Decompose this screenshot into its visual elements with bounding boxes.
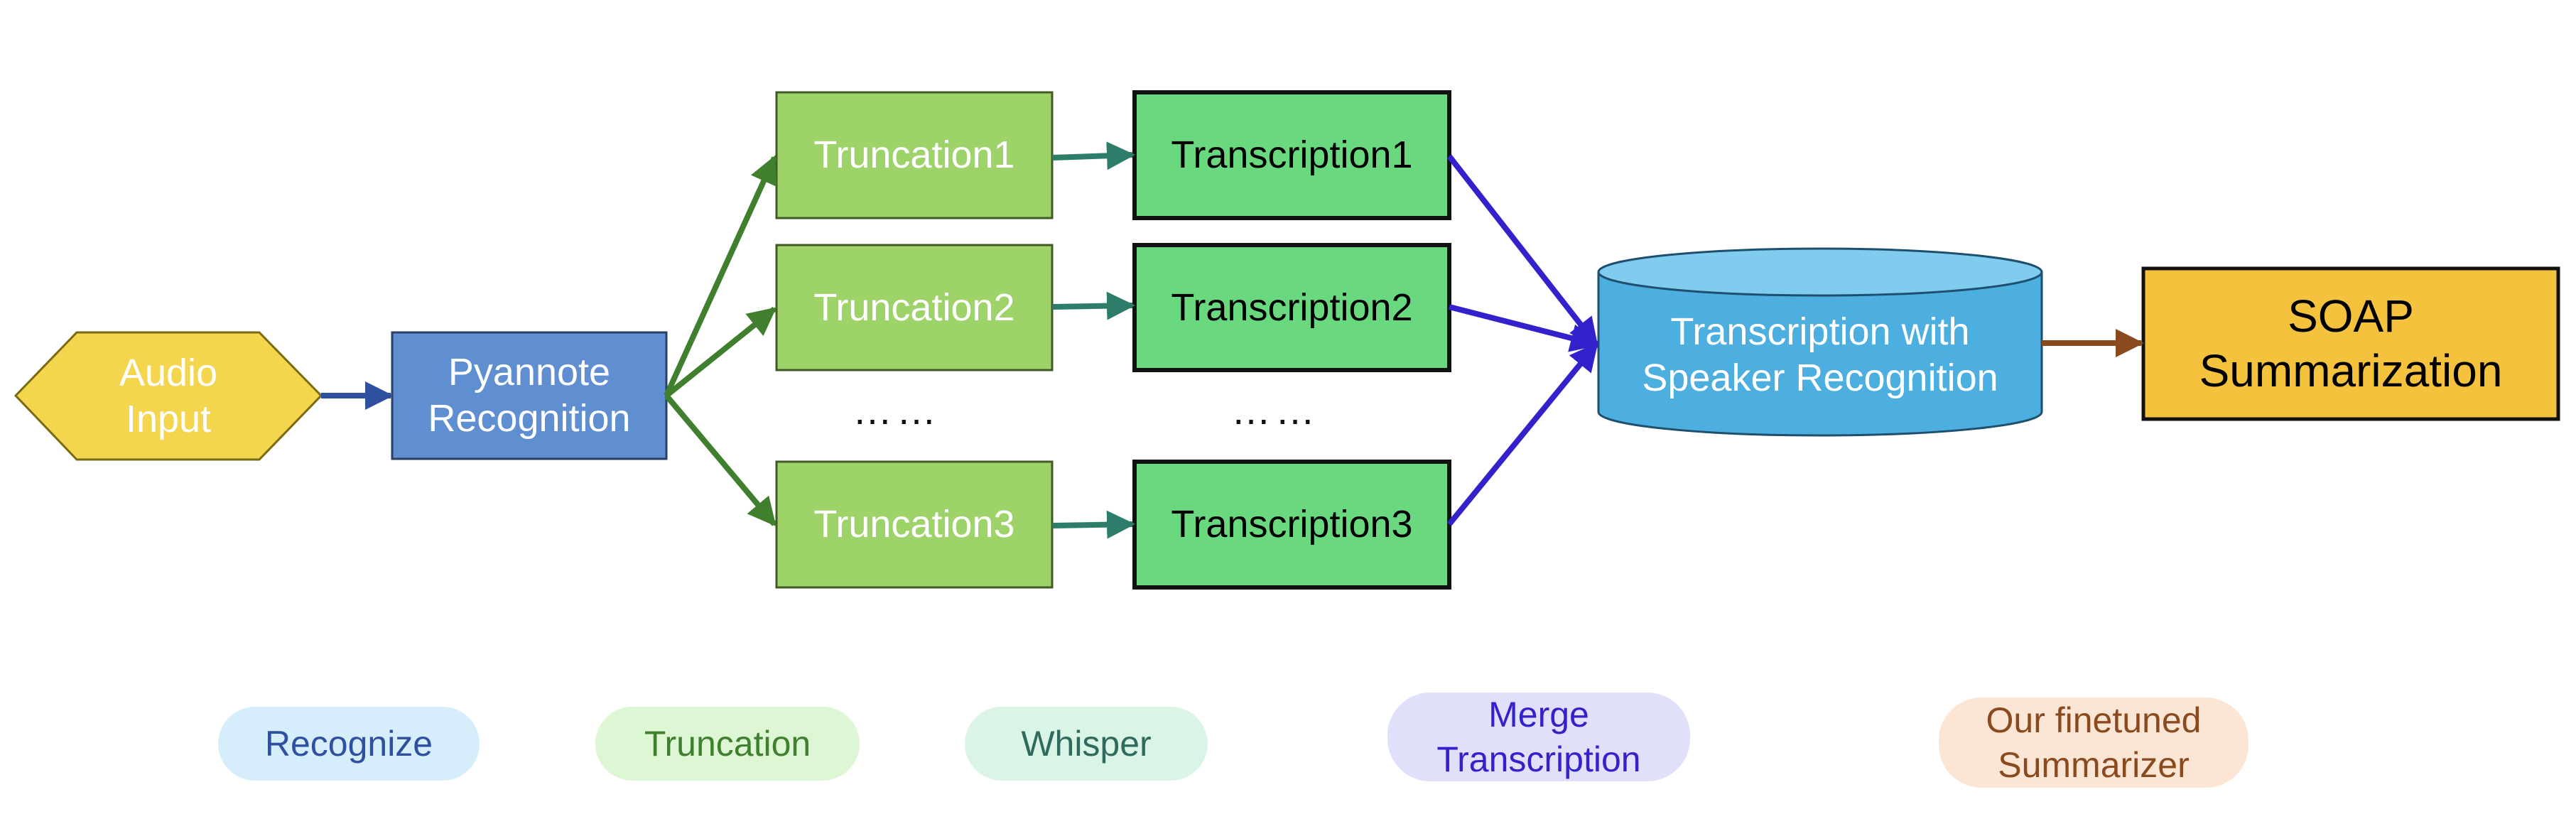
arrow-truncation2-transcription2 <box>1051 291 1135 320</box>
transcription3-node <box>1132 460 1451 590</box>
legend-merge: Merge Transcription <box>1387 693 1690 781</box>
audio-input-node <box>13 331 323 461</box>
truncation-ellipsis: …… <box>853 388 941 433</box>
transcription1-node <box>1132 90 1451 220</box>
arrow-pyannote-truncation1 <box>664 155 777 397</box>
legend-recognize: Recognize <box>218 707 480 781</box>
legend-summarizer: Our finetuned Summarizer <box>1939 698 2248 788</box>
arrow-transcription1-merge <box>1446 154 1599 347</box>
arrow-pyannote-truncation2 <box>664 306 777 398</box>
transcription-ellipsis: …… <box>1231 388 1319 433</box>
transcription2-node <box>1132 243 1451 372</box>
legend-truncation: Truncation <box>595 707 860 781</box>
truncation1-node <box>775 91 1054 219</box>
truncation3-node <box>775 460 1054 589</box>
merge-node <box>1597 247 2043 437</box>
arrow-truncation3-transcription3 <box>1051 510 1135 539</box>
soap-node <box>2141 266 2560 421</box>
arrow-transcription3-merge <box>1446 342 1599 526</box>
pyannote-node <box>391 331 668 460</box>
truncation2-node <box>775 244 1054 371</box>
arrow-transcription2-merge <box>1449 304 1599 352</box>
arrow-pyannote-truncation3 <box>664 394 777 527</box>
arrow-truncation1-transcription1 <box>1051 141 1135 170</box>
legend-whisper: Whisper <box>965 707 1208 781</box>
